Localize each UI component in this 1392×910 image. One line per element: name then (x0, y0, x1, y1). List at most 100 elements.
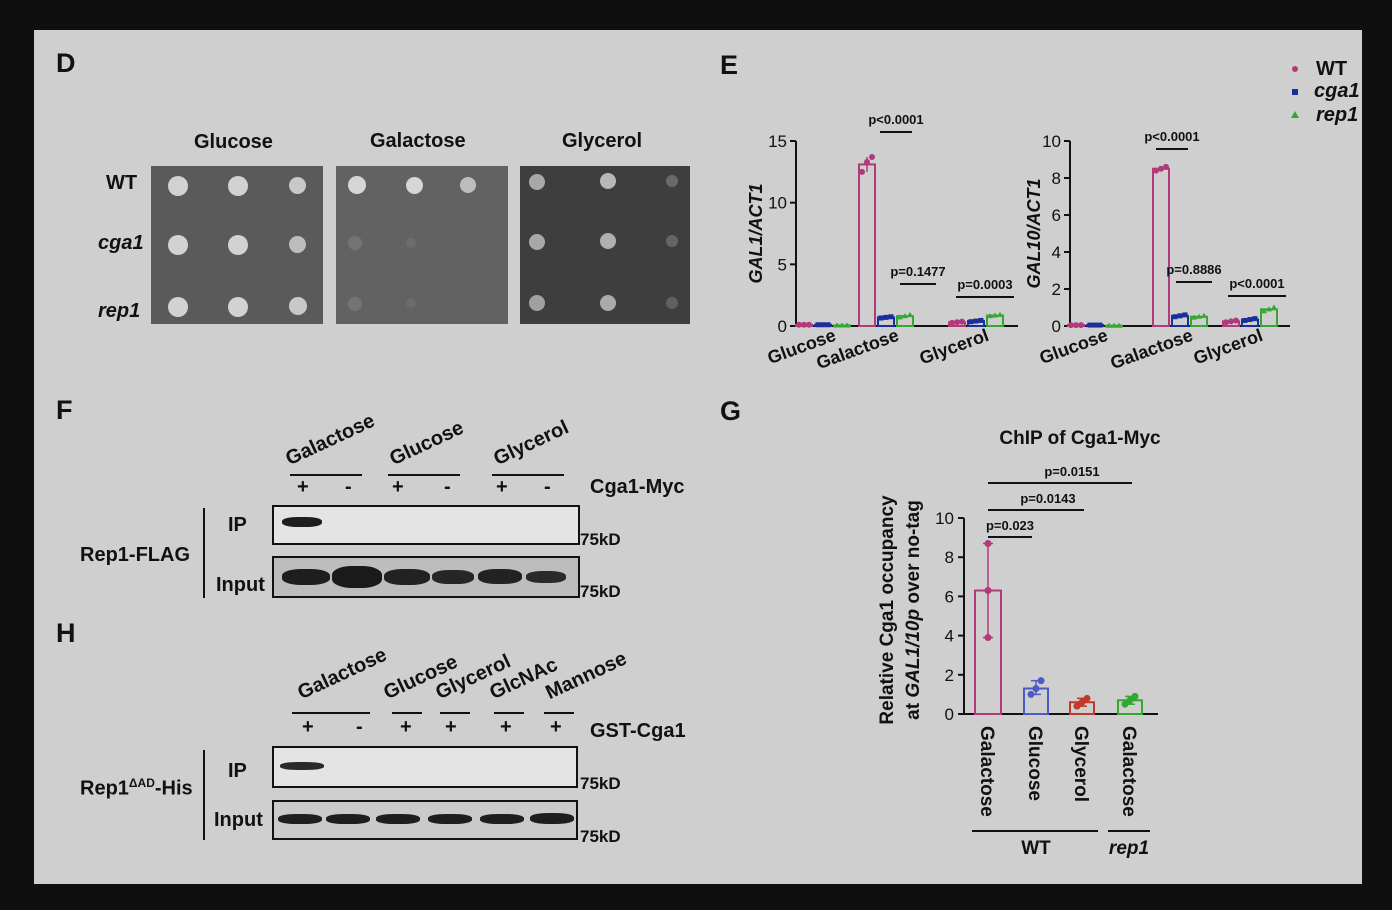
y-axis-label-part: at (903, 698, 924, 720)
h-sign: - (356, 716, 363, 738)
colony-spot (406, 177, 423, 194)
y-axis-label-part: over no-tag (903, 500, 924, 609)
data-point (1083, 694, 1091, 702)
h-condition-underline (544, 712, 574, 714)
d-condition-glucose: Glucose (194, 131, 273, 153)
h-condition-underline (494, 712, 524, 714)
d-strain-rep1: rep1 (98, 300, 141, 322)
data-point (1163, 163, 1169, 170)
y-tick-label: 0 (778, 317, 787, 336)
colony-spot (666, 235, 678, 247)
data-point (897, 314, 903, 320)
blot-band (282, 517, 322, 527)
legend-marker-cga1 (1292, 89, 1298, 95)
y-tick-label: 5 (778, 255, 787, 274)
plate-glucose (151, 166, 323, 324)
data-point (1121, 700, 1129, 708)
y-tick-label: 10 (768, 194, 787, 213)
blot-band (432, 570, 474, 584)
data-point (888, 314, 894, 320)
data-point (1196, 313, 1202, 319)
data-point (949, 319, 955, 326)
colony-spot (348, 297, 362, 311)
data-point (1073, 702, 1081, 710)
data-point (1032, 685, 1040, 693)
data-point (815, 322, 821, 328)
y-tick-label: 6 (1052, 206, 1061, 225)
f-condition-underline (290, 474, 362, 476)
y-tick-label: 2 (945, 666, 954, 685)
f-blot-ip (272, 505, 580, 545)
colony-spot (289, 236, 306, 253)
data-point (1092, 322, 1098, 328)
data-point (1078, 698, 1086, 706)
y-tick-label: 4 (1052, 243, 1061, 262)
blot-band (332, 566, 382, 588)
colony-spot (289, 297, 307, 315)
h-sign: + (500, 716, 512, 738)
blot-band (376, 814, 420, 824)
data-point (801, 321, 807, 328)
chart-title: ChIP of Cga1-Myc (999, 428, 1161, 449)
p-value: p=0.0003 (957, 277, 1012, 292)
f-sign: + (297, 476, 309, 498)
colony-spot (529, 174, 545, 190)
data-point (907, 311, 913, 317)
panel-letter-d: D (56, 48, 76, 78)
y-axis-label: GAL10/ACT1 (1024, 178, 1044, 288)
data-point (973, 318, 979, 324)
colony-spot (529, 234, 545, 250)
data-point (1223, 319, 1229, 326)
data-point (978, 317, 984, 323)
p-value: p=0.8886 (1166, 262, 1221, 277)
y-axis-label: Relative Cga1 occupancy (877, 495, 898, 725)
x-tick-label: Glucose (1024, 726, 1045, 801)
data-point (839, 322, 845, 328)
data-point (883, 314, 889, 320)
data-point (997, 311, 1003, 317)
blot-band (526, 571, 566, 583)
colony-spot (406, 298, 416, 308)
p-value: p<0.0001 (1229, 276, 1284, 291)
data-point (1027, 690, 1035, 698)
colony-spot (168, 235, 188, 255)
data-point (1266, 306, 1272, 312)
data-point (869, 154, 875, 161)
plate-galactose (336, 166, 508, 324)
panel-letter-f: F (56, 395, 73, 425)
colony-spot (348, 176, 366, 194)
p-value: p<0.0001 (1144, 129, 1199, 144)
panel-letter-g: G (720, 396, 742, 426)
f-blot-input (272, 556, 580, 598)
h-row-input: Input (214, 809, 263, 831)
colony-spot (228, 176, 248, 196)
blot-band (530, 813, 574, 824)
panel-letter-h: H (56, 618, 76, 648)
legend-label-cga1: cga1 (1314, 80, 1360, 102)
data-point (1097, 322, 1103, 328)
x-tick-label: Glycerol (1070, 726, 1091, 802)
data-point (1242, 317, 1248, 323)
y-axis-label: GAL1/ACT1 (746, 183, 766, 283)
d-strain-cga1: cga1 (98, 232, 144, 254)
colony-spot (228, 235, 248, 255)
p-value: p=0.1477 (890, 264, 945, 279)
f-marker-input: 75kD (580, 582, 621, 601)
data-point (984, 587, 992, 595)
data-point (1087, 322, 1093, 328)
colony-spot (600, 295, 616, 311)
y-tick-label: 15 (768, 132, 787, 151)
data-point (1177, 313, 1183, 319)
blot-band (428, 814, 472, 824)
f-row-ip: IP (228, 514, 247, 536)
h-condition-underline (440, 712, 470, 714)
data-point (820, 322, 826, 328)
data-point (1201, 312, 1207, 318)
colony-spot (289, 177, 306, 194)
d-strain-wt: WT (106, 172, 138, 194)
data-point (859, 168, 865, 175)
colony-spot (600, 233, 616, 249)
data-point (878, 315, 884, 321)
f-marker-ip: 75kD (580, 530, 621, 549)
